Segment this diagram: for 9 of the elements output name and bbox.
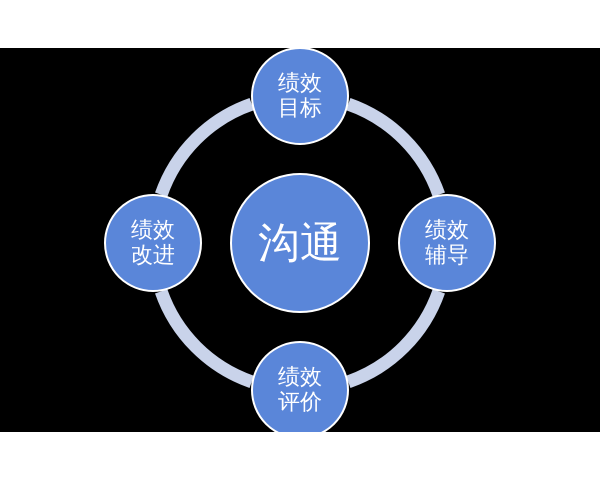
circle-label: 沟通 xyxy=(257,218,343,268)
ring-segment xyxy=(346,288,445,388)
ring-segment xyxy=(155,288,254,388)
ring-segment xyxy=(155,98,254,198)
circle-label: 绩效评价 xyxy=(277,364,323,416)
circle-label: 绩效改进 xyxy=(130,218,176,268)
circle-label: 绩效辅导 xyxy=(424,218,470,268)
ring-segment xyxy=(346,98,445,198)
circle-label: 绩效目标 xyxy=(277,70,323,122)
